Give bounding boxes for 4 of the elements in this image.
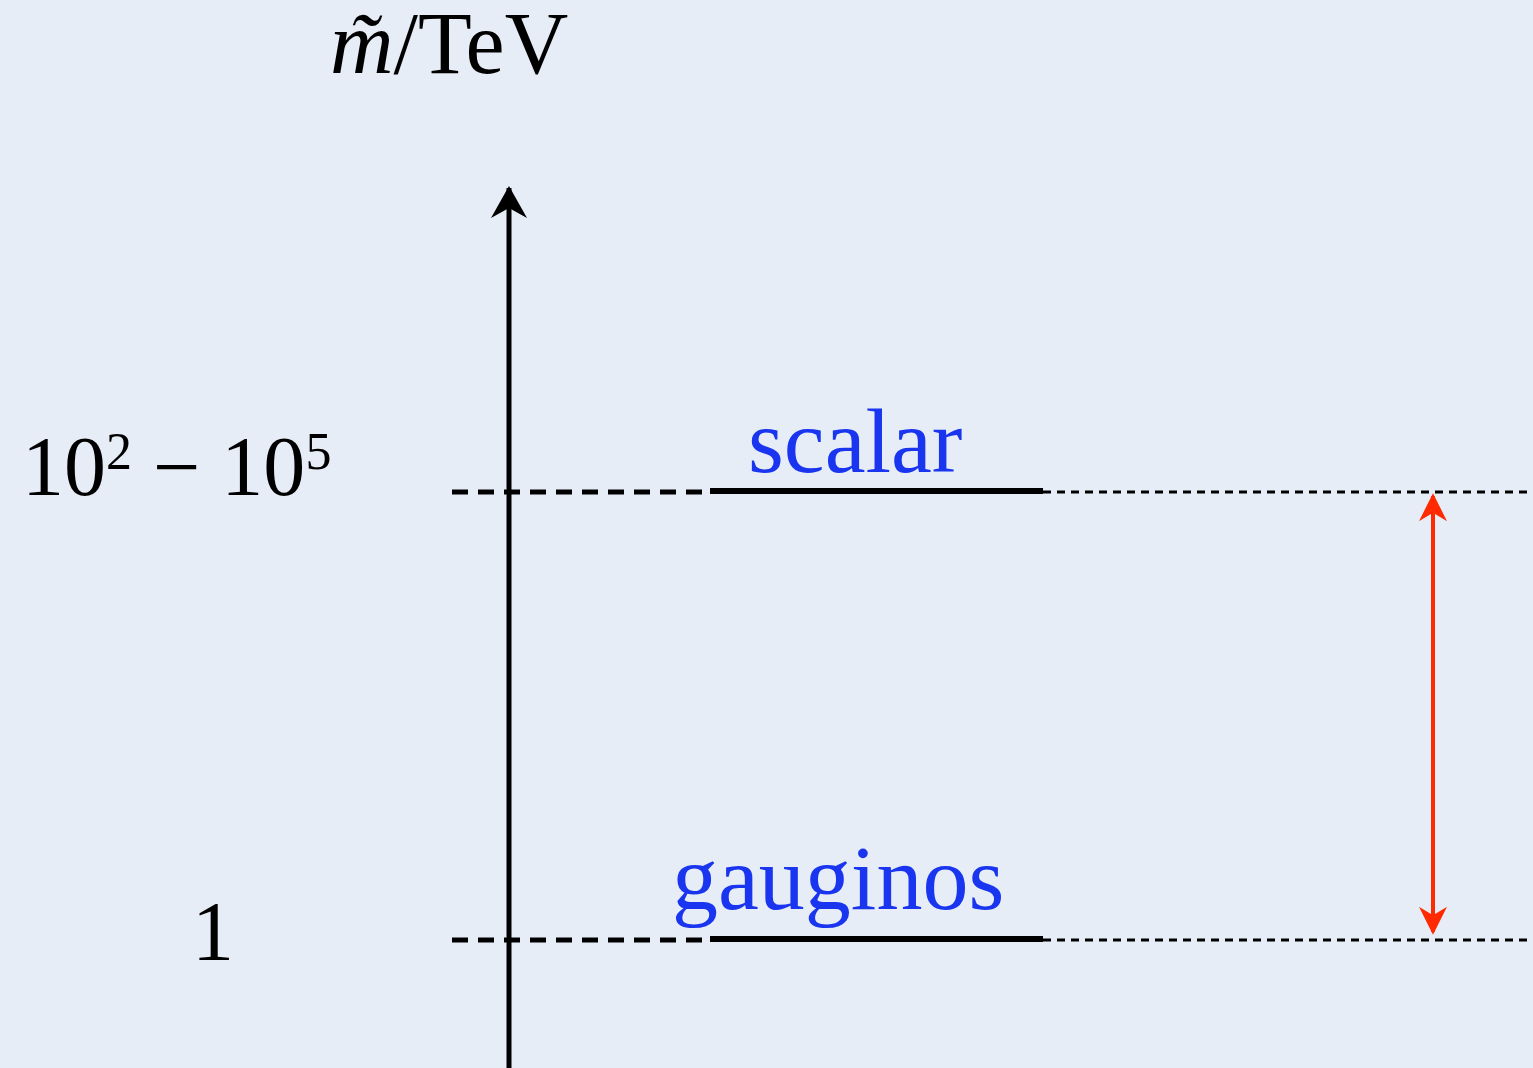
level-label: scalar — [748, 395, 963, 487]
axis-label: m̃/TeV — [330, 0, 569, 88]
tick-label: 1 — [192, 890, 234, 974]
tick-label: 10$^{2}$ − 10$^{5}$ — [22, 425, 332, 509]
